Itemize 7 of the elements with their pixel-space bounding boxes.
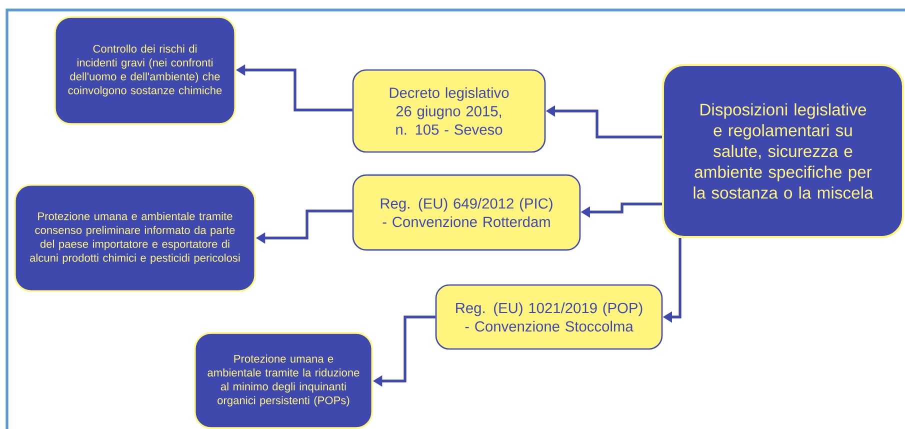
regulation-box: Decreto legislativo 26 giugno 2015, n. 105 - Seveso <box>352 69 546 153</box>
topic-box: Disposizioni legislative e regolamentari su salute, sicurezza e ambiente specifiche per la sostanza o la miscela <box>662 64 904 238</box>
description-box: Protezione umana e ambientale tramite la riduzione al minimo degli inquinanti organici persistenti (POPs) <box>194 332 373 429</box>
description-box: Controllo dei rischi di incidenti gravi (nei confronti dell'uomo e dell'ambiente) che coinvolgono sostanze chimiche <box>54 16 236 125</box>
regulation-box: Reg. (EU) 649/2012 (PIC) - Convenzione Rotterdam <box>352 174 581 251</box>
description-box: Protezione umana e ambientale tramite consenso preliminare informato da parte del paese importatore e esportatore di alcuni prodotti chimici e pesticidi pericolosi <box>14 184 256 292</box>
regulation-box: Reg. (EU) 1021/2019 (POP) - Convenzione Stoccolma <box>435 284 663 350</box>
